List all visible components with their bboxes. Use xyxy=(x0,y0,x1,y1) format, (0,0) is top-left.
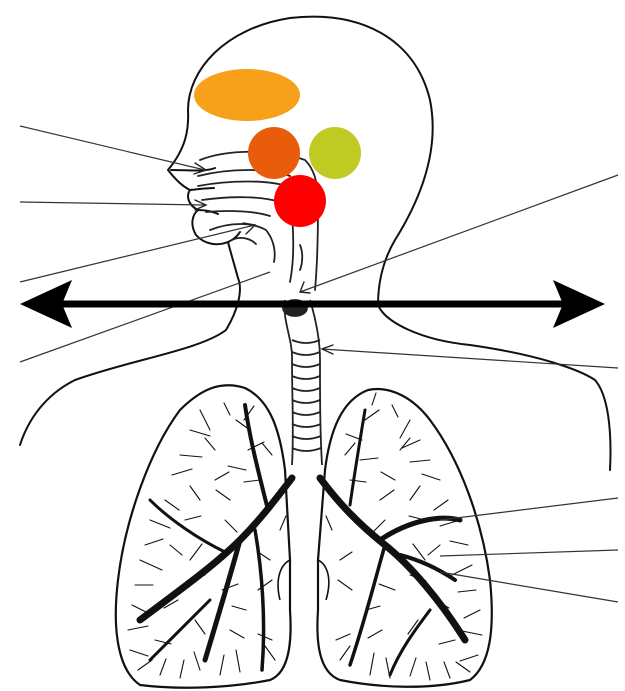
epiglottis-marker xyxy=(309,127,361,179)
left-lung xyxy=(116,385,292,687)
label-line-right-2 xyxy=(322,349,618,368)
label-line-right-1 xyxy=(300,175,618,292)
label-line-left-2 xyxy=(20,202,205,205)
label-line-right-3 xyxy=(440,498,618,520)
right-lung xyxy=(317,389,491,687)
label-line-right-4 xyxy=(440,550,618,556)
label-line-right-5 xyxy=(440,572,618,602)
label-line-left-3 xyxy=(20,225,255,282)
larynx-marker xyxy=(274,175,326,227)
trachea xyxy=(283,300,322,465)
pharynx-marker xyxy=(248,127,300,179)
label-line-left-1 xyxy=(20,126,205,170)
nasal-cavity-marker xyxy=(194,69,300,121)
